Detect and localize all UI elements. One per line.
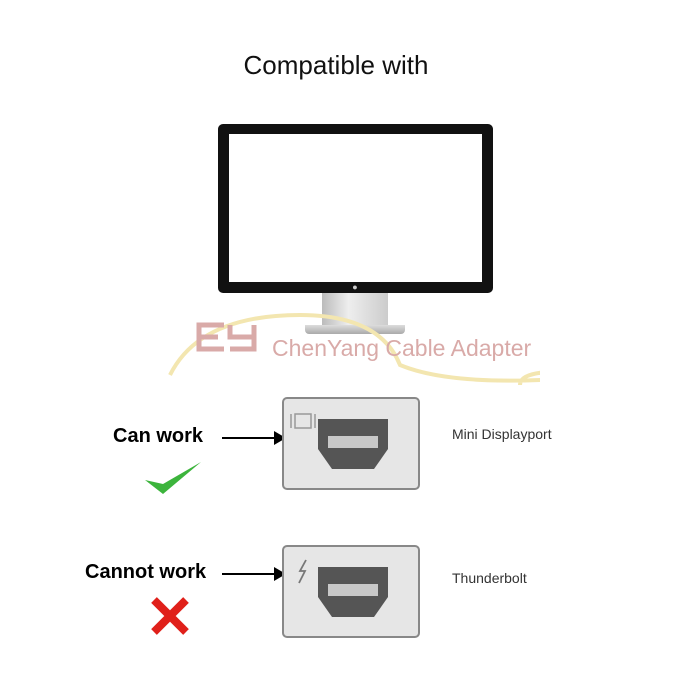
mini-displayport-panel (282, 397, 420, 490)
thunderbolt-icon (298, 559, 307, 584)
thunderbolt-panel (282, 545, 420, 638)
watermark-text: ChenYang Cable Adapter (272, 335, 532, 361)
watermark-logo (196, 322, 257, 352)
check-icon (145, 462, 201, 494)
thunderbolt-label: Thunderbolt (452, 570, 527, 586)
port-pin (328, 436, 378, 448)
apple-logo-icon: ● (352, 282, 358, 292)
monitor-base (305, 325, 405, 334)
displayport-icon (290, 413, 316, 429)
arrow-icon (222, 431, 286, 445)
watermark-ribbon (168, 312, 540, 386)
port-pin (328, 584, 378, 596)
title: Compatible with (243, 50, 429, 80)
mini-displayport-label: Mini Displayport (452, 426, 552, 442)
can-work-label: Can work (113, 425, 204, 447)
monitor-screen (229, 134, 482, 282)
arrow-icon (222, 567, 286, 581)
cannot-work-label: Cannot work (85, 561, 207, 583)
cross-icon (151, 597, 189, 635)
